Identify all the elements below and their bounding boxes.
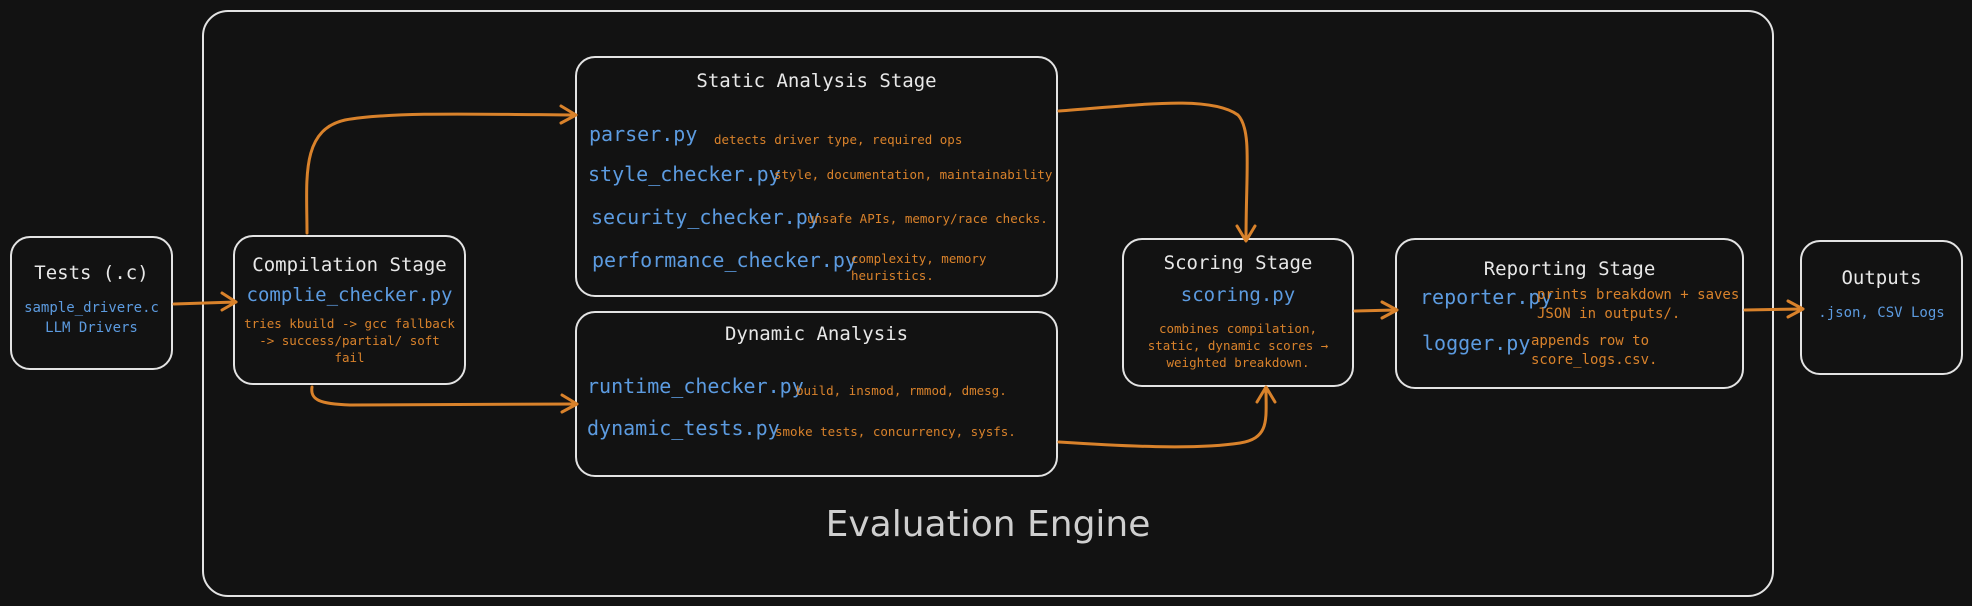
- compilation-file: complie_checker.py: [246, 284, 453, 306]
- dynamic-analysis-box: Dynamic Analysis runtime_checker.py buil…: [575, 311, 1058, 477]
- static-desc-security: unsafe APIs, memory/race checks.: [807, 211, 1048, 226]
- reporting-file-reporter: reporter.py: [1420, 285, 1553, 309]
- scoring-desc: combines compilation, static, dynamic sc…: [1147, 321, 1329, 370]
- dynamic-desc-tests: smoke tests, concurrency, sysfs.: [775, 424, 1016, 439]
- tests-file: sample_drivere.c: [24, 300, 159, 316]
- scoring-file: scoring.py: [1180, 284, 1296, 306]
- scoring-stage-title: Scoring Stage: [1163, 252, 1313, 274]
- evaluation-engine-title: Evaluation Engine: [825, 504, 1151, 545]
- reporting-desc-logger: appends row to score_logs.csv.: [1531, 333, 1658, 368]
- static-file-parser: parser.py: [589, 122, 698, 146]
- reporting-desc-reporter: prints breakdown + saves JSON in outputs…: [1537, 287, 1740, 322]
- reporting-file-logger: logger.py: [1422, 331, 1531, 355]
- compilation-stage-title: Compilation Stage: [252, 254, 447, 276]
- outputs-text: .json, CSV Logs: [1818, 305, 1945, 321]
- scoring-stage-box: Scoring Stage scoring.py combines compil…: [1122, 238, 1354, 387]
- reporting-stage-title: Reporting Stage: [1483, 258, 1656, 280]
- static-file-performance: performance_checker.py: [592, 248, 857, 272]
- static-analysis-box: Static Analysis Stage parser.py detects …: [575, 56, 1058, 297]
- static-file-style: style_checker.py: [588, 162, 781, 186]
- compilation-desc: tries kbuild -> gcc fallback -> success/…: [244, 316, 455, 365]
- dynamic-file-runtime: runtime_checker.py: [587, 374, 804, 398]
- dynamic-file-tests: dynamic_tests.py: [587, 416, 780, 440]
- tests-box: Tests (.c) sample_drivere.c LLM Drivers: [10, 236, 173, 370]
- compilation-stage-box: Compilation Stage complie_checker.py tri…: [233, 235, 466, 385]
- static-desc-parser: detects driver type, required ops: [714, 132, 963, 147]
- reporting-stage-box: Reporting Stage reporter.py prints break…: [1395, 238, 1744, 389]
- dynamic-analysis-title: Dynamic Analysis: [724, 323, 909, 345]
- static-desc-style: style, documentation, maintainability: [774, 167, 1053, 182]
- tests-title: Tests (.c): [34, 262, 149, 284]
- dynamic-desc-runtime: build, insmod, rmmod, dmesg.: [796, 383, 1007, 398]
- static-file-security: security_checker.py: [591, 205, 820, 229]
- static-desc-performance: complexity, memory heuristics.: [851, 251, 987, 283]
- tests-subtitle: LLM Drivers: [45, 320, 138, 336]
- outputs-title: Outputs: [1841, 267, 1922, 289]
- outputs-box: Outputs .json, CSV Logs: [1800, 240, 1963, 375]
- static-analysis-title: Static Analysis Stage: [696, 70, 937, 92]
